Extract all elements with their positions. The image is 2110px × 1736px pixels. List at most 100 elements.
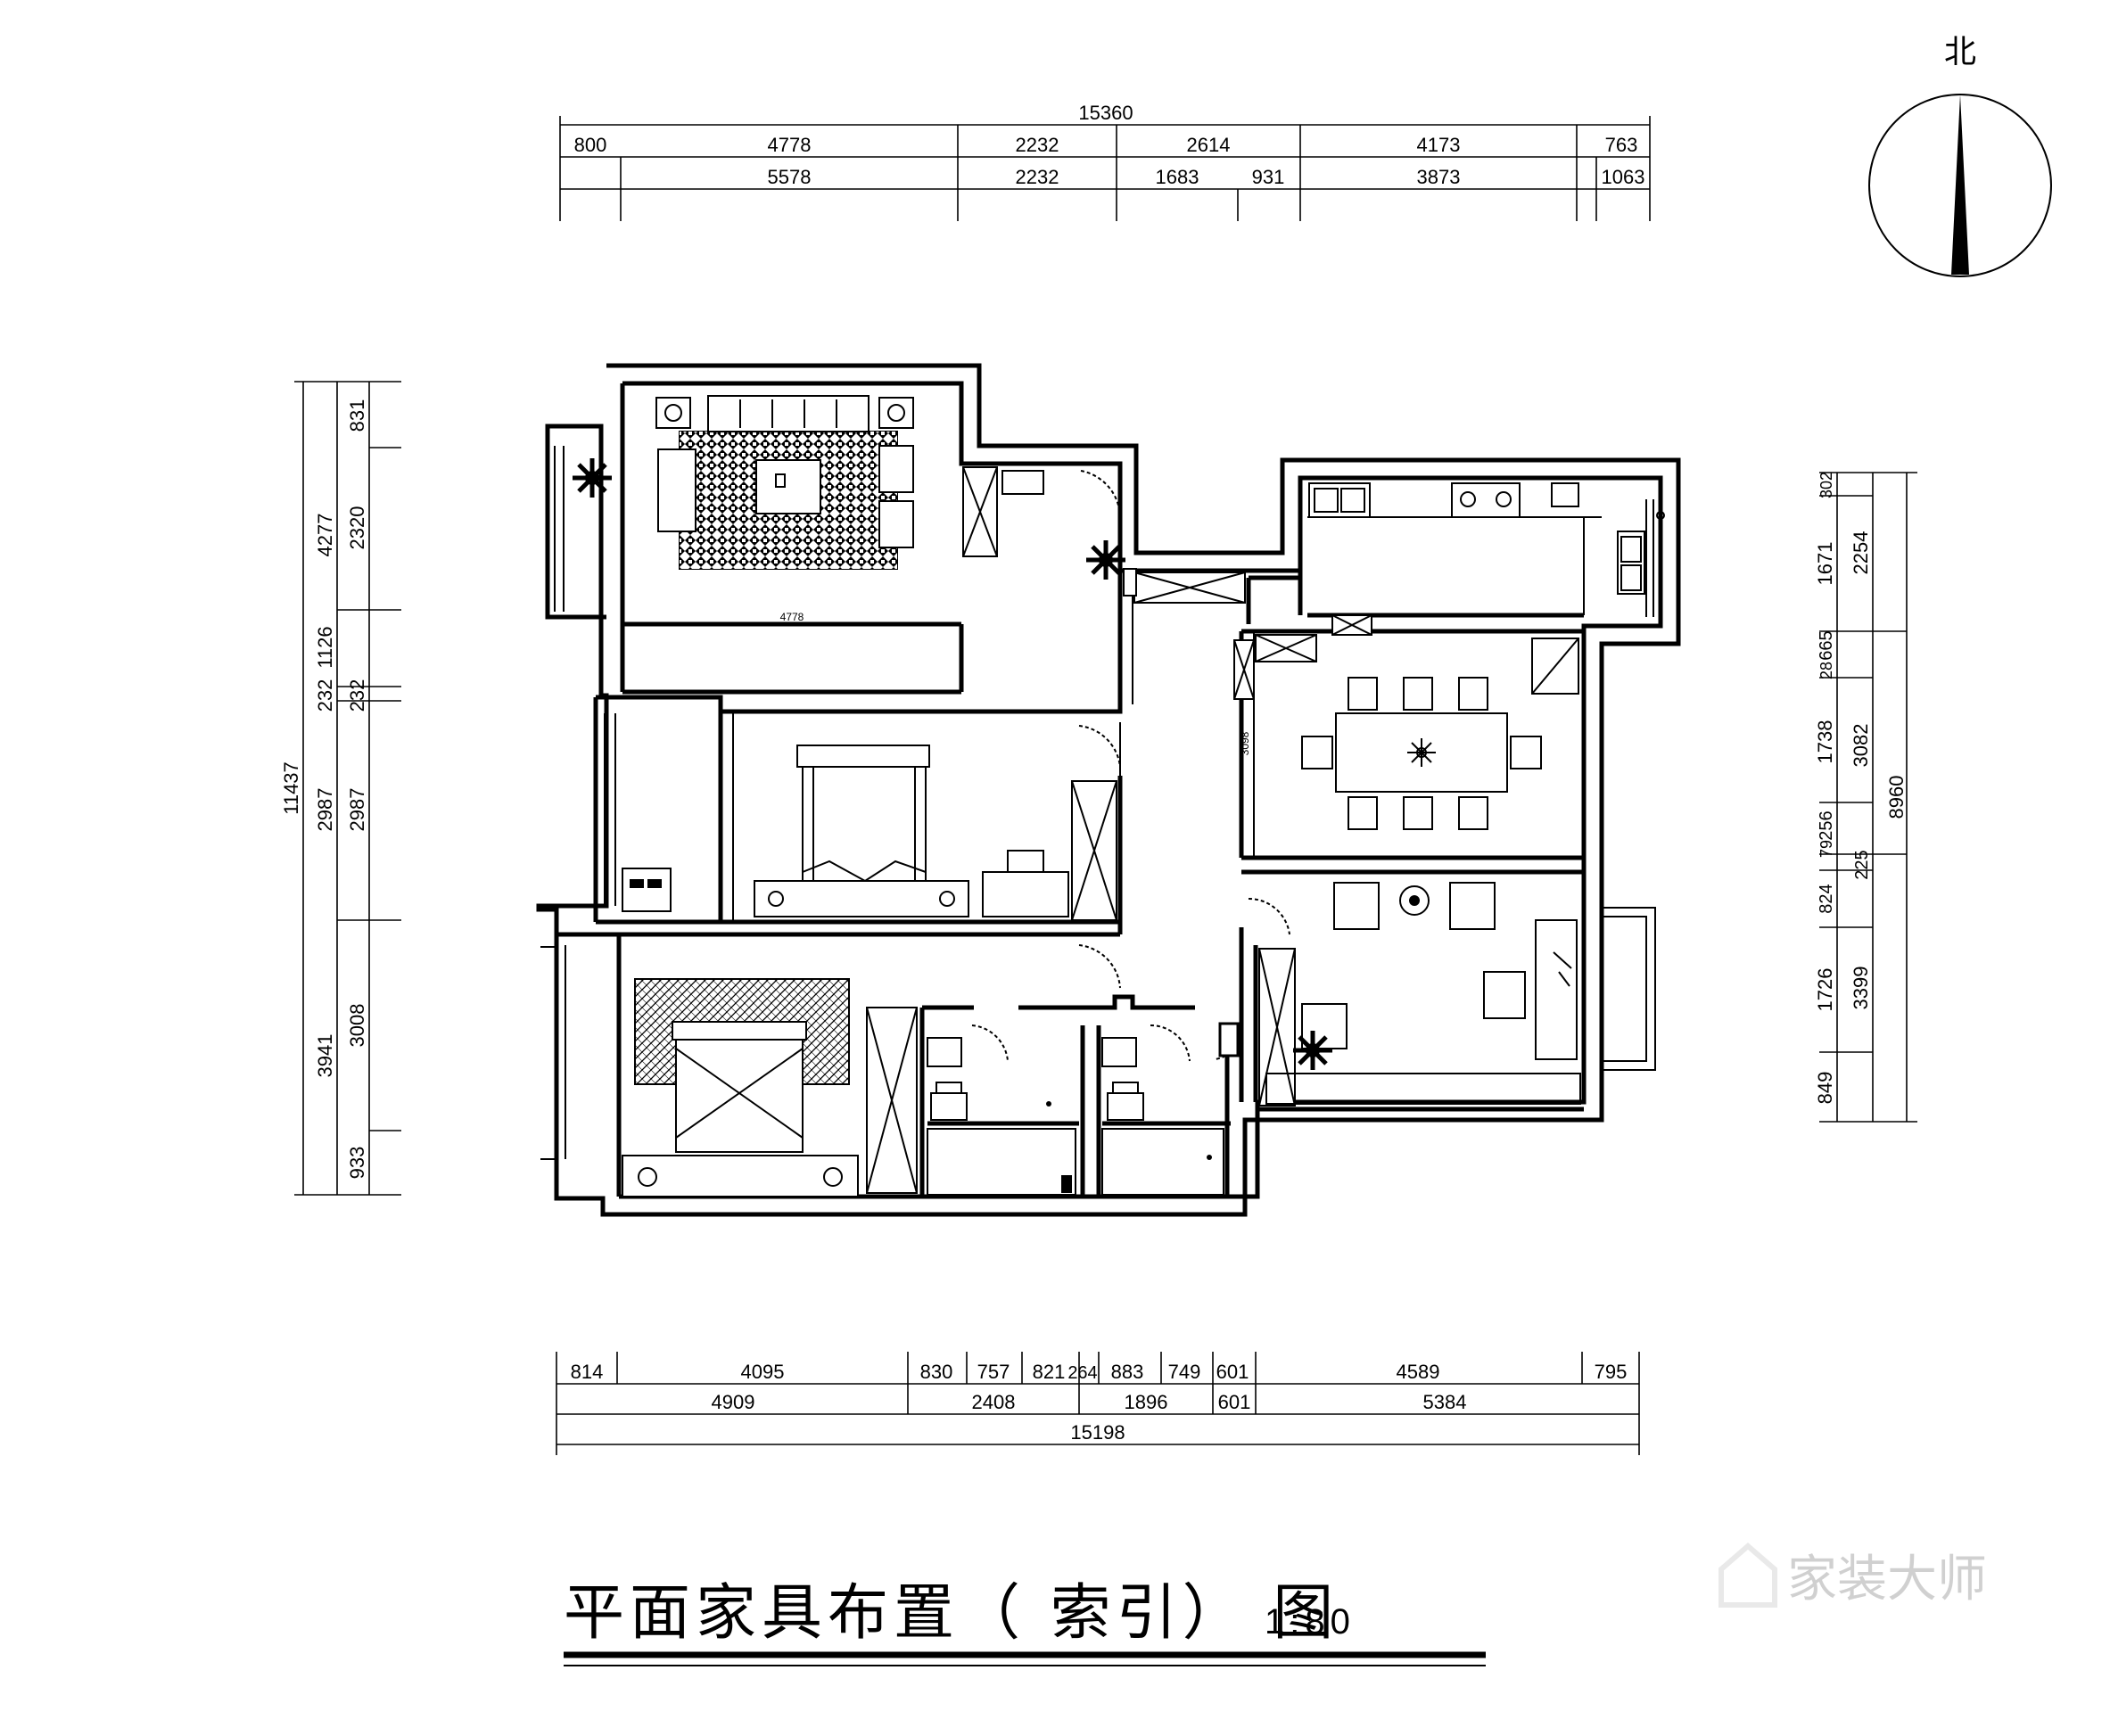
bottom-dim-r1-2: 830: [920, 1361, 953, 1383]
top-dim-r1-2: 2232: [1016, 134, 1059, 156]
plant-icon: [573, 458, 612, 498]
bathroom-fixtures: [927, 1024, 1224, 1196]
coffee-table: [755, 459, 821, 514]
top-dim-r2-2: 1683: [1156, 166, 1199, 188]
left-dim-outer-3: 2987: [314, 788, 336, 832]
right-dim-inner-3: 28: [1817, 662, 1835, 679]
right-dimension-lines: 8960 2254 3082 225 3399 302 1671 665 28 …: [1814, 472, 1917, 1123]
chair: [1403, 796, 1433, 830]
bottom-dim-r1-9: 4589: [1397, 1361, 1440, 1383]
top-dim-r2-1: 2232: [1016, 166, 1059, 188]
bottom-dim-r1-5: 264: [1067, 1363, 1097, 1383]
living-width-label: 4778: [780, 611, 804, 623]
left-dim-total: 11437: [280, 761, 302, 815]
bottom-dim-r1-10: 795: [1595, 1361, 1628, 1383]
right-dim-inner-2: 665: [1817, 630, 1836, 660]
right-dim-outer-0: 2254: [1850, 531, 1872, 575]
top-dim-r1-3: 2614: [1187, 134, 1231, 156]
title-block: 平面家具布置（ 索引） 图 1:80: [564, 1578, 1486, 1666]
bed-headboard: [796, 745, 930, 768]
bottom-dim-r1-7: 749: [1168, 1361, 1201, 1383]
toilet: [930, 1092, 968, 1121]
bottom-dim-r1-3: 757: [977, 1361, 1010, 1383]
chair: [1458, 796, 1488, 830]
watermark: 家装大师: [1718, 1543, 1987, 1608]
chair: [1403, 677, 1433, 711]
top-dim-r2-3: 931: [1252, 166, 1285, 188]
plant-icon: [1293, 1031, 1332, 1070]
study-room-furniture: [1214, 882, 1581, 1107]
shower-area: [1101, 1128, 1224, 1196]
left-dimension-lines: 11437 4277 1126 232 2987 3941 831 2320 2…: [280, 381, 401, 1196]
centerpiece-icon: [1407, 738, 1436, 767]
armchair: [1449, 882, 1496, 930]
armchair-right-2: [878, 500, 914, 548]
bottom-dim-r1-6: 883: [1111, 1361, 1144, 1383]
left-dim-outer-1: 1126: [314, 626, 336, 668]
watermark-text: 家装大师: [1787, 1551, 1987, 1607]
house-logo-icon: [1718, 1543, 1777, 1608]
bottom-dim-r1-1: 4095: [741, 1361, 785, 1383]
bottom-dim-r1-8: 601: [1216, 1361, 1249, 1383]
plant-icon: [1086, 540, 1125, 580]
top-dim-r2-5: 1063: [1602, 166, 1645, 188]
kitchen-fixtures: [1308, 482, 1665, 595]
left-dim-outer-2: 232: [314, 679, 336, 712]
bottom-dimension-lines: 814 4095 830 757 821 264 883 749 601 458…: [556, 1352, 1640, 1455]
armchair: [1483, 971, 1526, 1019]
left-dim-inner-3: 2987: [346, 788, 368, 832]
drawing-scale: 1:80: [1265, 1602, 1356, 1641]
armchair-right-1: [878, 445, 914, 493]
chair: [1348, 677, 1378, 711]
bedroom-2-furniture: [622, 722, 1121, 989]
toilet-2: [1107, 1092, 1144, 1121]
right-dim-inner-6: 79: [1817, 840, 1835, 858]
top-dim-r1-1: 4778: [768, 134, 812, 156]
armchair-left: [657, 448, 696, 532]
top-dim-r1-4: 4173: [1417, 134, 1461, 156]
chair: [1301, 736, 1333, 769]
right-dim-inner-9: 849: [1814, 1072, 1836, 1105]
top-dim-r1-5: 763: [1605, 134, 1638, 156]
bottom-dim-r2-3: 601: [1218, 1391, 1251, 1413]
sink-2: [1101, 1037, 1137, 1067]
fridge-icon: [622, 868, 672, 912]
left-dim-inner-5: 933: [346, 1147, 368, 1180]
top-dim-r2-0: 5578: [768, 166, 812, 188]
right-dim-outer-3: 3399: [1850, 967, 1872, 1010]
left-dim-inner-4: 3008: [346, 1004, 368, 1048]
study-desk: [1535, 919, 1578, 1060]
armchair: [1301, 1003, 1348, 1049]
side-table-right: [878, 397, 914, 429]
top-dim-total: 15360: [1078, 102, 1133, 124]
left-dim-inner-2: 232: [346, 679, 368, 712]
sink: [927, 1037, 962, 1067]
right-dim-inner-0: 302: [1817, 472, 1835, 498]
armchair: [1333, 882, 1380, 930]
bed-bench: [754, 880, 969, 917]
top-dim-r1-0: 800: [574, 134, 607, 156]
bottom-dim-r1-0: 814: [571, 1361, 604, 1383]
north-arrow: 北: [1868, 33, 2052, 277]
right-dim-outer-1: 3082: [1850, 724, 1872, 768]
chair: [1510, 736, 1542, 769]
bottom-dim-r1-4: 821: [1033, 1361, 1066, 1383]
right-dim-inner-5: 256: [1817, 810, 1836, 840]
side-table-left: [655, 397, 691, 429]
living-room-furniture: 4778: [573, 395, 1246, 623]
stove: [1451, 482, 1521, 518]
bottom-dim-r2-0: 4909: [712, 1391, 755, 1413]
drawing-title: 平面家具布置（ 索引） 图: [564, 1578, 1339, 1649]
chair: [1458, 677, 1488, 711]
bottom-dim-r2-1: 2408: [972, 1391, 1016, 1413]
corridor-height-label: 3098: [1239, 731, 1251, 755]
bottom-dim-r2-4: 5384: [1423, 1391, 1467, 1413]
top-dim-r2-4: 3873: [1417, 166, 1461, 188]
right-dim-outer-2: 225: [1852, 850, 1872, 879]
desk: [982, 871, 1069, 917]
right-dim-inner-7: 824: [1817, 884, 1836, 913]
top-dimension-lines: 15360 800 4778 2232 2614 4173 763 5578 2…: [559, 102, 1651, 221]
bottom-dim-r2-2: 1896: [1125, 1391, 1168, 1413]
right-dim-inner-4: 1738: [1814, 720, 1836, 764]
